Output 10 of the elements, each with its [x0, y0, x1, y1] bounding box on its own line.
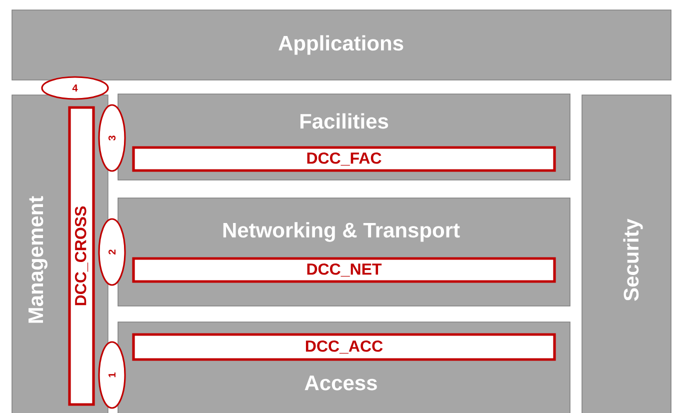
interface-bar: DCC_ACC	[132, 333, 556, 361]
number-oval: 4	[41, 76, 109, 100]
interface-bar: DCC_CROSS	[68, 106, 95, 406]
number-oval: 3	[98, 104, 126, 172]
layer-box: Security	[582, 94, 672, 413]
number-oval: 1	[98, 341, 126, 409]
interface-bar: DCC_FAC	[132, 146, 556, 172]
layer-box: Applications	[12, 10, 672, 80]
number-oval: 2	[98, 218, 126, 286]
interface-bar: DCC_NET	[132, 257, 556, 283]
